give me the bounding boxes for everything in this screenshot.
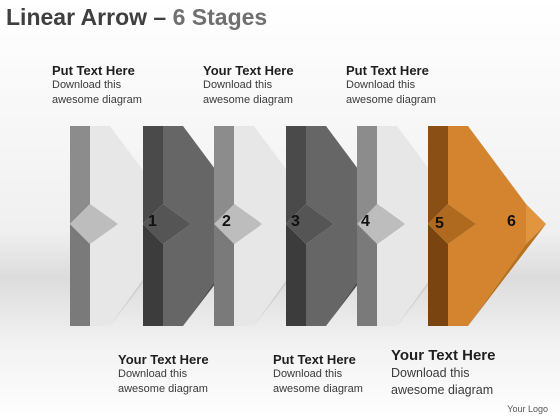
stage-number-1: 1 xyxy=(148,213,157,230)
logo-text: Your Logo xyxy=(507,404,548,414)
caption-line: awesome diagram xyxy=(273,383,363,395)
arrow-notch-bevel xyxy=(70,204,118,244)
caption-line: awesome diagram xyxy=(52,94,142,106)
arrow-tip-top xyxy=(526,204,546,244)
arrow-tip-bottom xyxy=(468,224,546,326)
page-title: Linear Arrow – 6 Stages xyxy=(6,4,267,31)
arrow-notch-bevel xyxy=(143,204,191,244)
arrow-side xyxy=(357,126,377,224)
caption-line: Download this xyxy=(118,368,188,380)
arrow-stage-6 xyxy=(428,126,546,326)
caption-line: awesome diagram xyxy=(346,94,436,106)
caption-line: awesome diagram xyxy=(391,383,494,397)
caption-line: Download this xyxy=(273,368,343,380)
caption-bottom-3: Your Text Here Download this awesome dia… xyxy=(391,347,495,399)
caption-top-2: Your Text Here Download this awesome dia… xyxy=(203,63,294,108)
arrow-side xyxy=(428,126,448,224)
stage-number-3: 3 xyxy=(291,213,300,230)
arrow-notch-bevel xyxy=(357,204,405,244)
arrow-side xyxy=(357,224,377,326)
stage-number-5: 5 xyxy=(435,215,444,232)
arrow-notch-bevel xyxy=(428,204,476,244)
caption-heading: Your Text Here xyxy=(118,352,209,367)
arrow-face xyxy=(163,126,241,326)
caption-heading: Your Text Here xyxy=(203,63,294,78)
caption-line: awesome diagram xyxy=(203,94,293,106)
arrow-side xyxy=(286,224,306,326)
arrow-side xyxy=(143,224,163,326)
arrow-side xyxy=(214,126,234,224)
caption-bottom-2: Put Text Here Download this awesome diag… xyxy=(273,352,363,397)
caption-top-3: Put Text Here Download this awesome diag… xyxy=(346,63,436,108)
stage-number-2: 2 xyxy=(222,213,231,230)
arrow-side xyxy=(214,224,234,326)
title-dash: – xyxy=(147,4,173,30)
arrow-side xyxy=(428,224,448,326)
title-stages: 6 Stages xyxy=(172,4,268,30)
caption-heading: Put Text Here xyxy=(273,352,356,367)
stage-number-6: 6 xyxy=(507,213,516,230)
caption-bottom-1: Your Text Here Download this awesome dia… xyxy=(118,352,209,397)
caption-heading: Put Text Here xyxy=(52,63,135,78)
caption-top-1: Put Text Here Download this awesome diag… xyxy=(52,63,142,108)
caption-line: Download this xyxy=(203,79,273,91)
caption-heading: Put Text Here xyxy=(346,63,429,78)
arrow-side xyxy=(143,126,163,224)
arrow-notch-bevel xyxy=(214,204,262,244)
arrow-side xyxy=(70,224,90,326)
caption-line: Download this xyxy=(346,79,416,91)
arrow-face xyxy=(448,126,526,326)
arrow-face xyxy=(306,126,384,326)
caption-line: Download this xyxy=(391,366,470,380)
arrow-face xyxy=(377,126,455,326)
stage-number-4: 4 xyxy=(361,213,370,230)
arrow-face xyxy=(234,126,312,326)
arrow-side xyxy=(70,126,90,224)
arrow-side xyxy=(286,126,306,224)
caption-line: Download this xyxy=(52,79,122,91)
arrow-notch-bevel xyxy=(286,204,334,244)
arrow-face xyxy=(90,126,168,326)
caption-heading: Your Text Here xyxy=(391,347,496,364)
title-main: Linear Arrow xyxy=(6,4,148,30)
caption-line: awesome diagram xyxy=(118,383,208,395)
